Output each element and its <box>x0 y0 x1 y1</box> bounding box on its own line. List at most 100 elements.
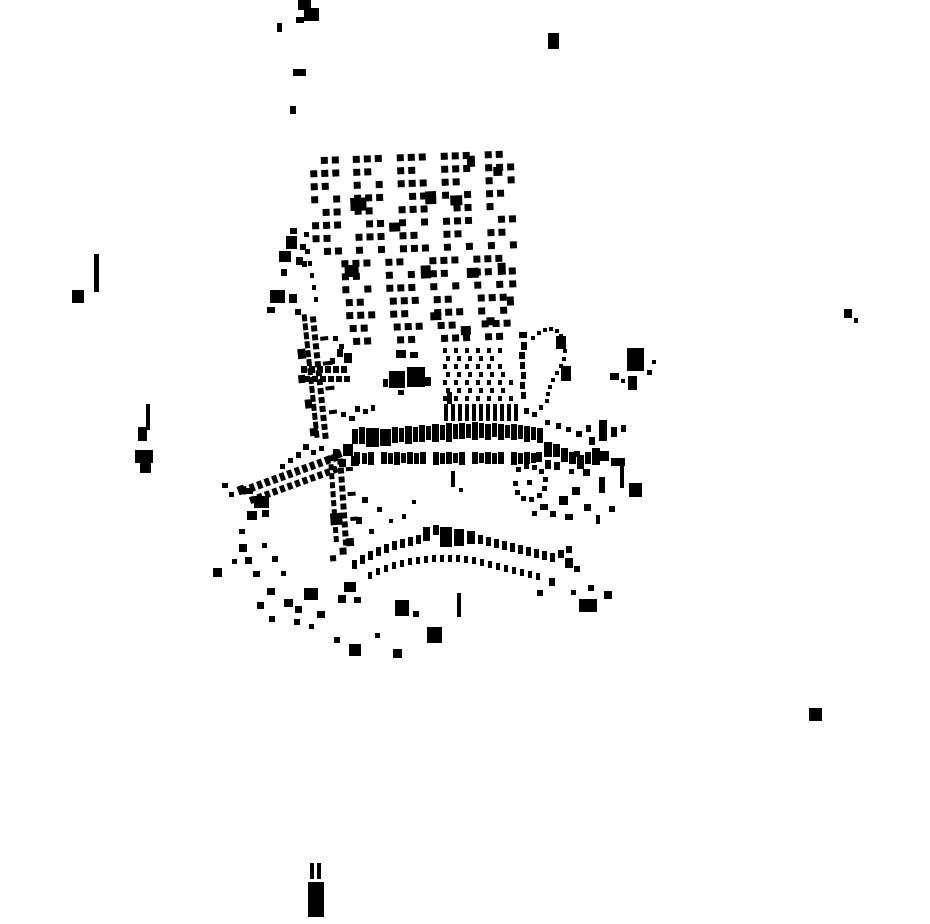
building <box>565 514 573 520</box>
building <box>321 182 329 191</box>
building <box>135 450 153 463</box>
building <box>312 421 319 430</box>
building <box>305 349 312 358</box>
building <box>474 281 482 289</box>
building <box>647 370 652 375</box>
building <box>596 515 600 524</box>
building <box>328 464 334 471</box>
building <box>410 231 418 239</box>
building <box>349 324 357 333</box>
outlier-buildings <box>72 0 858 917</box>
building <box>312 235 320 243</box>
building <box>652 360 656 364</box>
building <box>340 503 347 510</box>
building <box>451 152 459 160</box>
center-left-street <box>327 455 358 562</box>
building <box>569 469 574 474</box>
building <box>255 480 264 490</box>
building <box>342 286 350 294</box>
building <box>363 409 368 414</box>
building <box>531 453 536 463</box>
building <box>317 387 325 395</box>
building <box>311 450 316 455</box>
building <box>465 404 469 421</box>
building <box>537 590 543 596</box>
building <box>330 491 336 498</box>
building <box>412 500 416 504</box>
building <box>418 153 426 161</box>
building <box>375 180 383 189</box>
building <box>321 423 328 431</box>
building <box>494 539 499 548</box>
building <box>354 597 361 603</box>
building <box>293 479 302 488</box>
building <box>498 452 504 464</box>
building <box>468 372 472 377</box>
building <box>440 555 444 562</box>
building <box>460 325 472 336</box>
building <box>353 337 361 346</box>
building <box>333 366 339 373</box>
building <box>592 448 600 465</box>
building <box>499 293 507 301</box>
building <box>320 156 328 165</box>
building <box>521 392 526 399</box>
building <box>599 420 607 441</box>
building <box>385 271 393 279</box>
building <box>288 458 293 463</box>
building <box>478 535 483 544</box>
building <box>309 385 315 394</box>
building <box>355 233 363 241</box>
building <box>393 323 401 331</box>
building <box>304 399 313 409</box>
building <box>414 453 419 464</box>
building <box>365 220 374 228</box>
building <box>465 396 469 401</box>
building <box>398 219 407 227</box>
building <box>300 244 306 250</box>
building <box>389 371 405 388</box>
building <box>542 486 547 491</box>
building <box>548 385 552 389</box>
main-street-east-bend <box>536 442 600 470</box>
building <box>556 423 561 429</box>
building <box>509 280 517 288</box>
building <box>355 246 364 254</box>
building <box>508 267 516 275</box>
building <box>376 193 384 202</box>
building <box>465 348 469 353</box>
building <box>520 569 524 576</box>
building <box>286 469 294 479</box>
building <box>488 294 496 302</box>
building <box>563 349 567 353</box>
building <box>322 221 331 230</box>
building <box>448 321 456 329</box>
building <box>498 348 502 353</box>
building <box>338 595 346 603</box>
building <box>397 167 405 175</box>
building <box>420 192 428 200</box>
building <box>472 452 478 464</box>
building <box>441 191 450 199</box>
building <box>609 506 615 512</box>
building <box>545 399 549 403</box>
building <box>444 295 452 303</box>
building <box>352 429 358 444</box>
building <box>437 321 445 330</box>
building <box>371 405 375 411</box>
building <box>400 539 405 548</box>
building <box>433 452 439 465</box>
building <box>278 472 286 482</box>
building <box>426 426 431 440</box>
building <box>341 273 350 281</box>
building <box>302 323 309 331</box>
north-grid <box>310 150 518 346</box>
building <box>364 337 372 345</box>
building <box>446 452 452 464</box>
building <box>532 412 537 417</box>
building <box>332 169 340 177</box>
building <box>621 425 626 432</box>
building <box>415 322 423 330</box>
building <box>486 537 491 546</box>
building <box>472 557 476 564</box>
